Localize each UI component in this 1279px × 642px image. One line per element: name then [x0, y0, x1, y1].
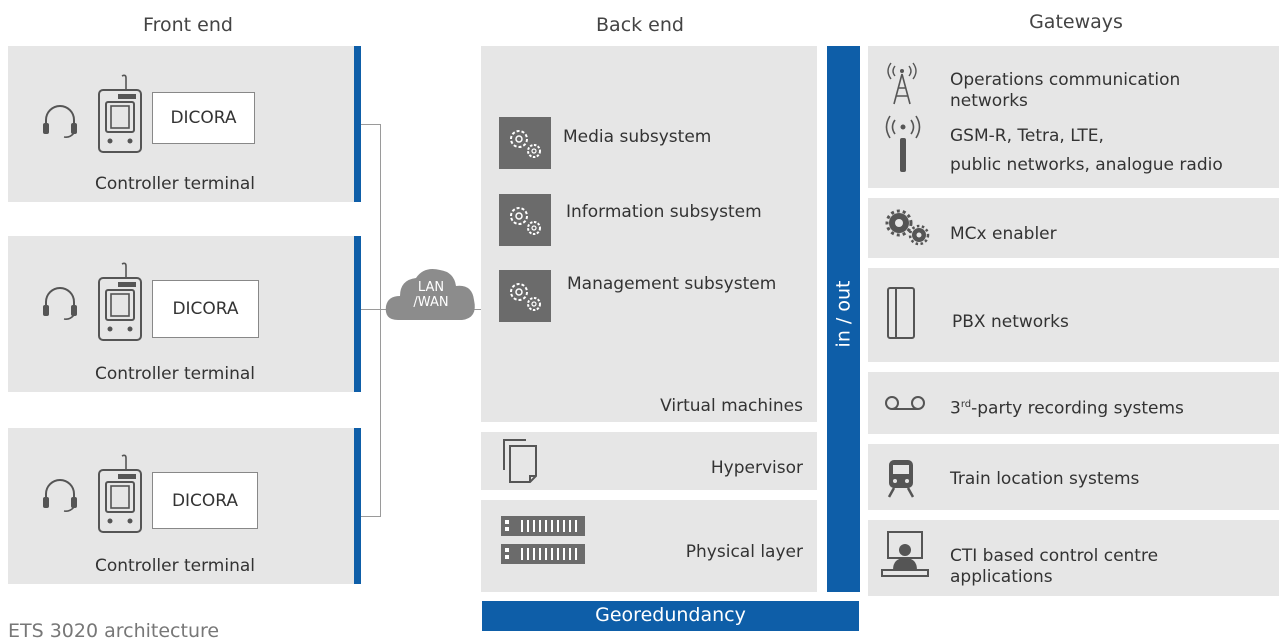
radio-tower-icon: [887, 62, 917, 105]
subsystem-management: Management subsystem: [567, 274, 777, 294]
radio-antenna-icon: [885, 115, 921, 172]
virtual-machines-label: Virtual machines: [660, 396, 803, 416]
gateway-panel-recording: [868, 372, 1279, 434]
headset-icon: [43, 287, 77, 320]
terminal-label: Controller terminal: [94, 556, 256, 576]
georedundancy-label: Georedundancy: [595, 604, 746, 626]
desk-phone-icon: [98, 74, 142, 153]
gateway-pbx: PBX networks: [952, 312, 1069, 332]
gateway-panel-train: [868, 444, 1279, 510]
terminal-accent-bar-3: [354, 428, 361, 584]
gateway-cti: CTI based control centre applications: [950, 546, 1159, 587]
terminal-label: Controller terminal: [94, 364, 256, 384]
gateway-recording: 3rd-party recording systems: [950, 394, 1184, 420]
terminal-accent-bar-1: [354, 46, 361, 202]
connector-line: [361, 124, 381, 125]
gateway-public-networks: public networks, analogue radio: [950, 155, 1223, 175]
terminal-accent-bar-2: [354, 236, 361, 392]
gateway-gsm: GSM-R, Tetra, LTE,: [950, 126, 1104, 146]
cloud-label-lan: LAN: [417, 280, 445, 295]
connector-line: [380, 124, 381, 516]
figure-caption: ETS 3020 architecture: [8, 620, 220, 642]
gateway-panel-radio: [868, 46, 1279, 188]
train-icon: [887, 460, 915, 498]
hypervisor-label: Hypervisor: [710, 458, 803, 478]
phone-handset-icon: [887, 287, 915, 339]
gears-icon: [885, 209, 930, 246]
front-end-header: Front end: [143, 14, 233, 36]
desk-phone-icon: [98, 262, 142, 341]
terminal-label: Controller terminal: [94, 174, 256, 194]
connector-line: [361, 516, 381, 517]
gateway-ops-comm: Operations communication networks: [950, 70, 1181, 111]
headset-icon: [43, 479, 77, 512]
gateways-header: Gateways: [1029, 11, 1123, 33]
desk-phone-icon: [98, 454, 142, 533]
recording-number: 3: [950, 398, 961, 419]
server-icon: [501, 516, 585, 564]
operator-icon: [881, 531, 929, 577]
gears-icon: [499, 117, 551, 169]
gears-icon: [499, 270, 551, 322]
subsystem-information: Information subsystem: [566, 202, 762, 222]
cloud-icon: [385, 269, 475, 320]
dicora-box: DICORA: [152, 280, 259, 338]
gateway-train: Train location systems: [950, 469, 1140, 489]
gateway-panel-mcx: [868, 198, 1279, 258]
dicora-box: DICORA: [152, 472, 258, 529]
headset-icon: [43, 105, 77, 138]
recording-rest: -party recording systems: [971, 398, 1184, 419]
tape-icon: [885, 396, 925, 410]
georedundancy-bar: [482, 601, 859, 631]
subsystem-media: Media subsystem: [563, 127, 712, 147]
back-end-header: Back end: [596, 14, 684, 36]
cloud-label: LAN /WAN: [382, 280, 480, 310]
in-out-bar: [827, 46, 860, 592]
gears-icon: [499, 194, 551, 246]
in-out-label: in / out: [831, 280, 854, 348]
gateway-panel-pbx: [868, 268, 1279, 362]
gateway-panel-cti: [868, 520, 1279, 596]
physical-layer-label: Physical layer: [685, 542, 803, 562]
dicora-box: DICORA: [152, 92, 255, 144]
documents-icon: [503, 439, 537, 483]
recording-ordinal: rd: [960, 399, 972, 410]
gateway-mcx: MCx enabler: [950, 224, 1057, 244]
cloud-label-wan: /WAN: [413, 295, 449, 310]
